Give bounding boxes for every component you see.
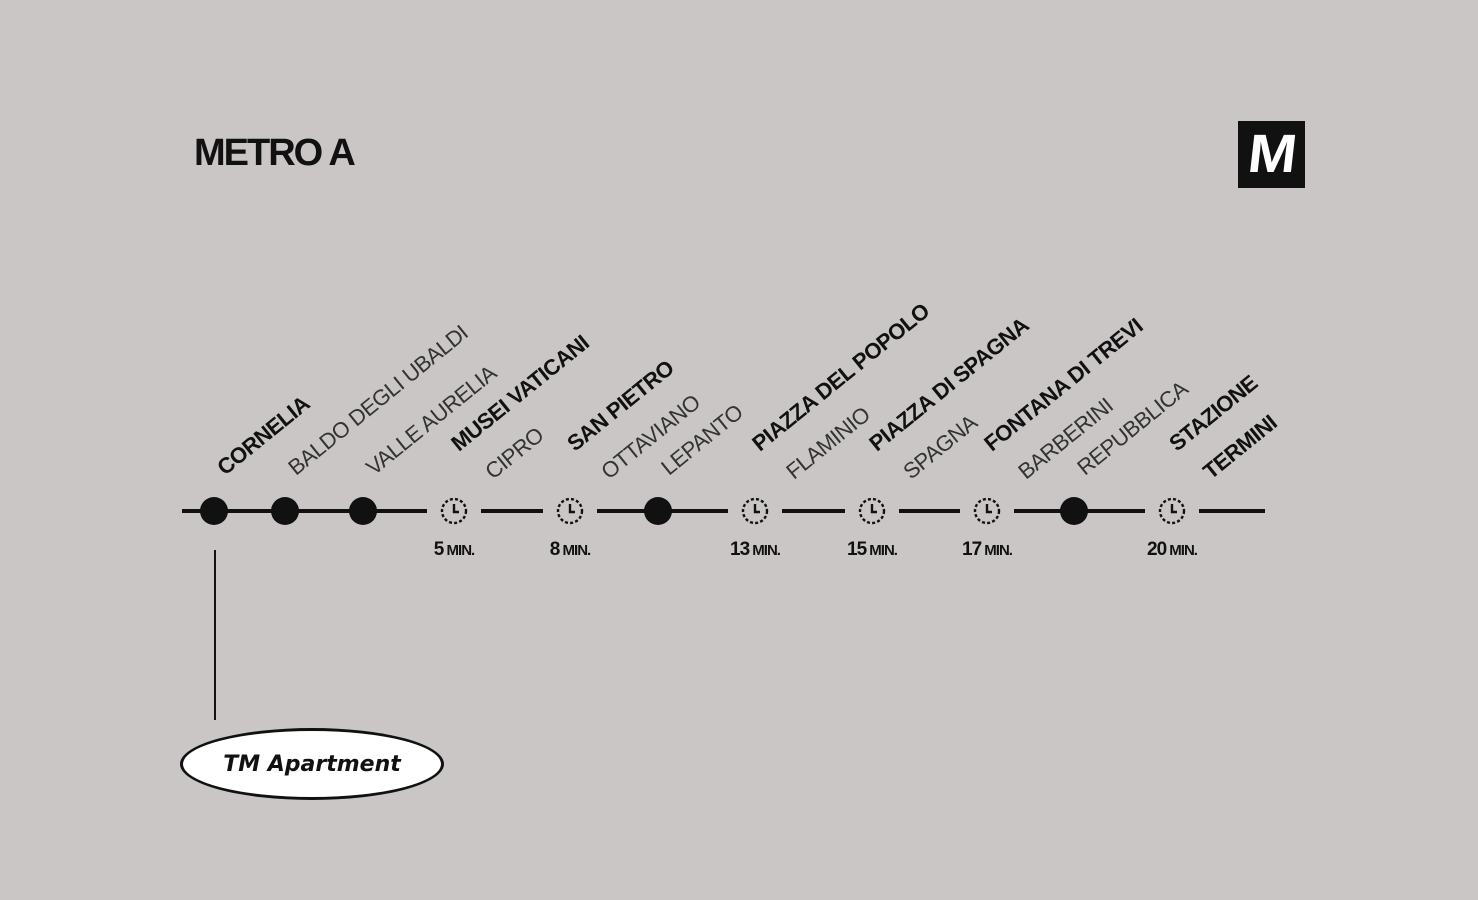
station-dot-valle-aurelia[interactable]: [349, 497, 377, 525]
travel-time-minutes: 17: [962, 539, 982, 560]
travel-time-unit: MIN.: [559, 542, 592, 559]
station-dot-cornelia[interactable]: [200, 497, 228, 525]
clock-icon[interactable]: [556, 497, 584, 525]
station-dot-baldo-degli-ubaldi[interactable]: [271, 497, 299, 525]
travel-time-musei-vaticani: 5 MIN.: [414, 539, 494, 561]
line-segment: [182, 509, 427, 513]
apartment-label: TM Apartment: [223, 751, 401, 777]
clock-icon[interactable]: [973, 497, 1001, 525]
travel-time-unit: MIN.: [981, 542, 1013, 559]
apartment-connector-line: [214, 550, 216, 720]
travel-time-san-pietro: 8 MIN.: [530, 539, 610, 561]
travel-time-unit: MIN.: [749, 542, 781, 559]
travel-time-minutes: 8: [549, 539, 561, 560]
travel-time-piazza-di-spagna: 15 MIN.: [832, 539, 912, 561]
clock-icon[interactable]: [858, 497, 886, 525]
travel-time-minutes: 5: [433, 539, 445, 560]
travel-time-unit: MIN.: [866, 542, 898, 559]
metro-logo-icon: M: [1238, 121, 1305, 188]
metro-logo-letter: M: [1244, 124, 1299, 184]
travel-time-fontana-di-trevi: 17 MIN.: [947, 539, 1027, 561]
travel-time-minutes: 13: [730, 539, 750, 560]
station-dot-repubblica[interactable]: [1060, 497, 1088, 525]
line-segment: [782, 509, 845, 513]
travel-time-unit: MIN.: [1166, 542, 1198, 559]
line-segment: [1199, 509, 1265, 513]
travel-time-minutes: 15: [847, 539, 867, 560]
apartment-marker[interactable]: TM Apartment: [180, 728, 444, 800]
travel-time-piazza-del-popolo: 13 MIN.: [715, 539, 795, 561]
travel-time-stazione: 20 MIN.: [1132, 539, 1212, 561]
station-dot-lepanto[interactable]: [644, 497, 672, 525]
line-segment: [899, 509, 960, 513]
clock-icon[interactable]: [1158, 497, 1186, 525]
clock-icon[interactable]: [440, 497, 468, 525]
line-segment: [481, 509, 543, 513]
clock-icon[interactable]: [741, 497, 769, 525]
travel-time-minutes: 20: [1147, 539, 1167, 560]
travel-time-unit: MIN.: [443, 542, 476, 559]
map-title: METRO A: [194, 132, 356, 174]
